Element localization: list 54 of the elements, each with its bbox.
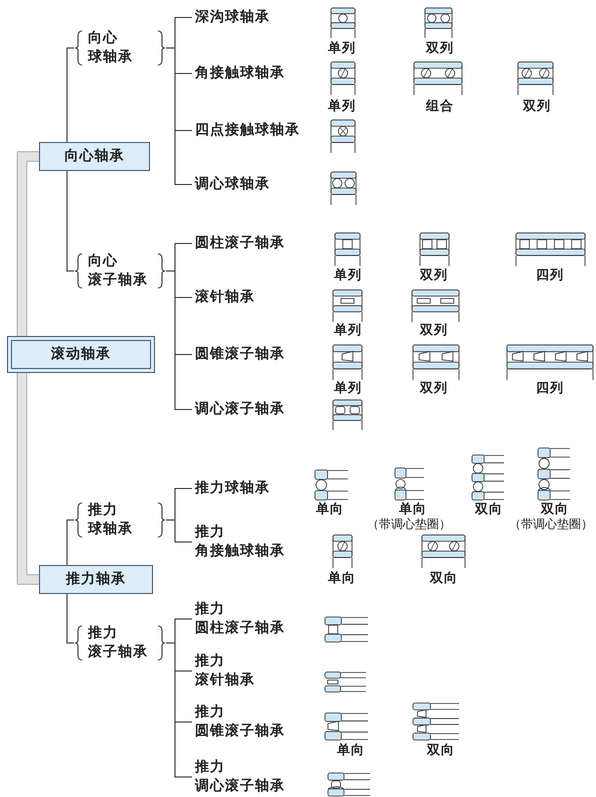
- bearing-variant-label: 双向: [427, 743, 455, 758]
- bearing-variant-label: 双列: [420, 381, 448, 396]
- bearing-type-label: 角接触球轴承: [192, 64, 302, 83]
- bearing-variant-label: 双列: [420, 323, 448, 338]
- bearing-variant-label: 双列: [426, 41, 454, 56]
- tree-connector: [66, 170, 74, 272]
- category-box: 推力轴承: [39, 565, 153, 594]
- tree-connector: [166, 642, 192, 778]
- root-category-box: 滚动轴承: [7, 336, 155, 373]
- bearing-variant-label: 单向: [399, 502, 427, 517]
- thick-connector: [18, 373, 39, 584]
- bearing-variant-label: 单列: [334, 268, 362, 283]
- bearing-type-label: 滚针轴承: [192, 288, 302, 307]
- bearing-variant-label: 单列: [328, 41, 356, 56]
- bearing-type-label: 推力圆锥滚子轴承: [192, 703, 292, 741]
- bearing-type-label: 推力球轴承: [192, 479, 302, 498]
- bearing-variant-label: 双列: [523, 99, 551, 114]
- bearing-variant-label: 四列: [536, 381, 564, 396]
- bearing-type-label: 推力调心滚子轴承: [192, 758, 292, 796]
- bearing-variant-label: 单向: [328, 571, 356, 586]
- bearing-type-label: 推力角接触球轴承: [192, 523, 292, 561]
- bearing-variant-label: 双向: [541, 502, 569, 517]
- category-box: 向心轴承: [39, 142, 150, 171]
- tree-connector: [166, 520, 192, 542]
- bearing-variant-label: （带调心垫圈）: [367, 517, 451, 532]
- tree-connector: [66, 520, 74, 566]
- bearing-variant-label: 单列: [334, 323, 362, 338]
- bearing-type-label: 四点接触球轴承: [192, 121, 317, 140]
- bearing-variant-label: 组合: [426, 99, 454, 114]
- bearing-variant-label: 双向: [475, 502, 503, 517]
- bearing-variant-label: 单列: [328, 99, 356, 114]
- bearing-type-label: 推力圆柱滚子轴承: [192, 600, 292, 638]
- bearing-variant-label: 单列: [334, 381, 362, 396]
- bearing-variant-label: 单向: [337, 743, 365, 758]
- thick-connector: [18, 152, 39, 336]
- tree-connector: [166, 48, 192, 185]
- bracketed-group-label: 向心球轴承: [74, 28, 166, 68]
- bearing-variant-label: 单向: [316, 502, 344, 517]
- bearing-variant-label: （带调心垫圈）: [509, 517, 593, 532]
- bearing-type-label: 推力滚针轴承: [192, 652, 292, 690]
- bearing-type-label: 圆柱滚子轴承: [192, 234, 302, 253]
- tree-connector: [66, 48, 74, 142]
- bearing-variant-label: 四列: [536, 268, 564, 283]
- bearing-type-label: 圆锥滚子轴承: [192, 345, 302, 364]
- bearing-variant-label: 双向: [430, 571, 458, 586]
- tree-connector: [166, 270, 192, 410]
- bearing-type-label: 深沟球轴承: [192, 8, 302, 27]
- bracketed-group-label: 推力滚子轴承: [74, 623, 166, 663]
- bearing-type-label: 调心球轴承: [192, 175, 302, 194]
- tree-connector: [66, 594, 74, 644]
- bearing-variant-label: 双列: [420, 268, 448, 283]
- bracketed-group-label: 向心滚子轴承: [74, 251, 166, 291]
- bracketed-group-label: 推力球轴承: [74, 500, 166, 540]
- bearing-type-label: 调心滚子轴承: [192, 400, 302, 419]
